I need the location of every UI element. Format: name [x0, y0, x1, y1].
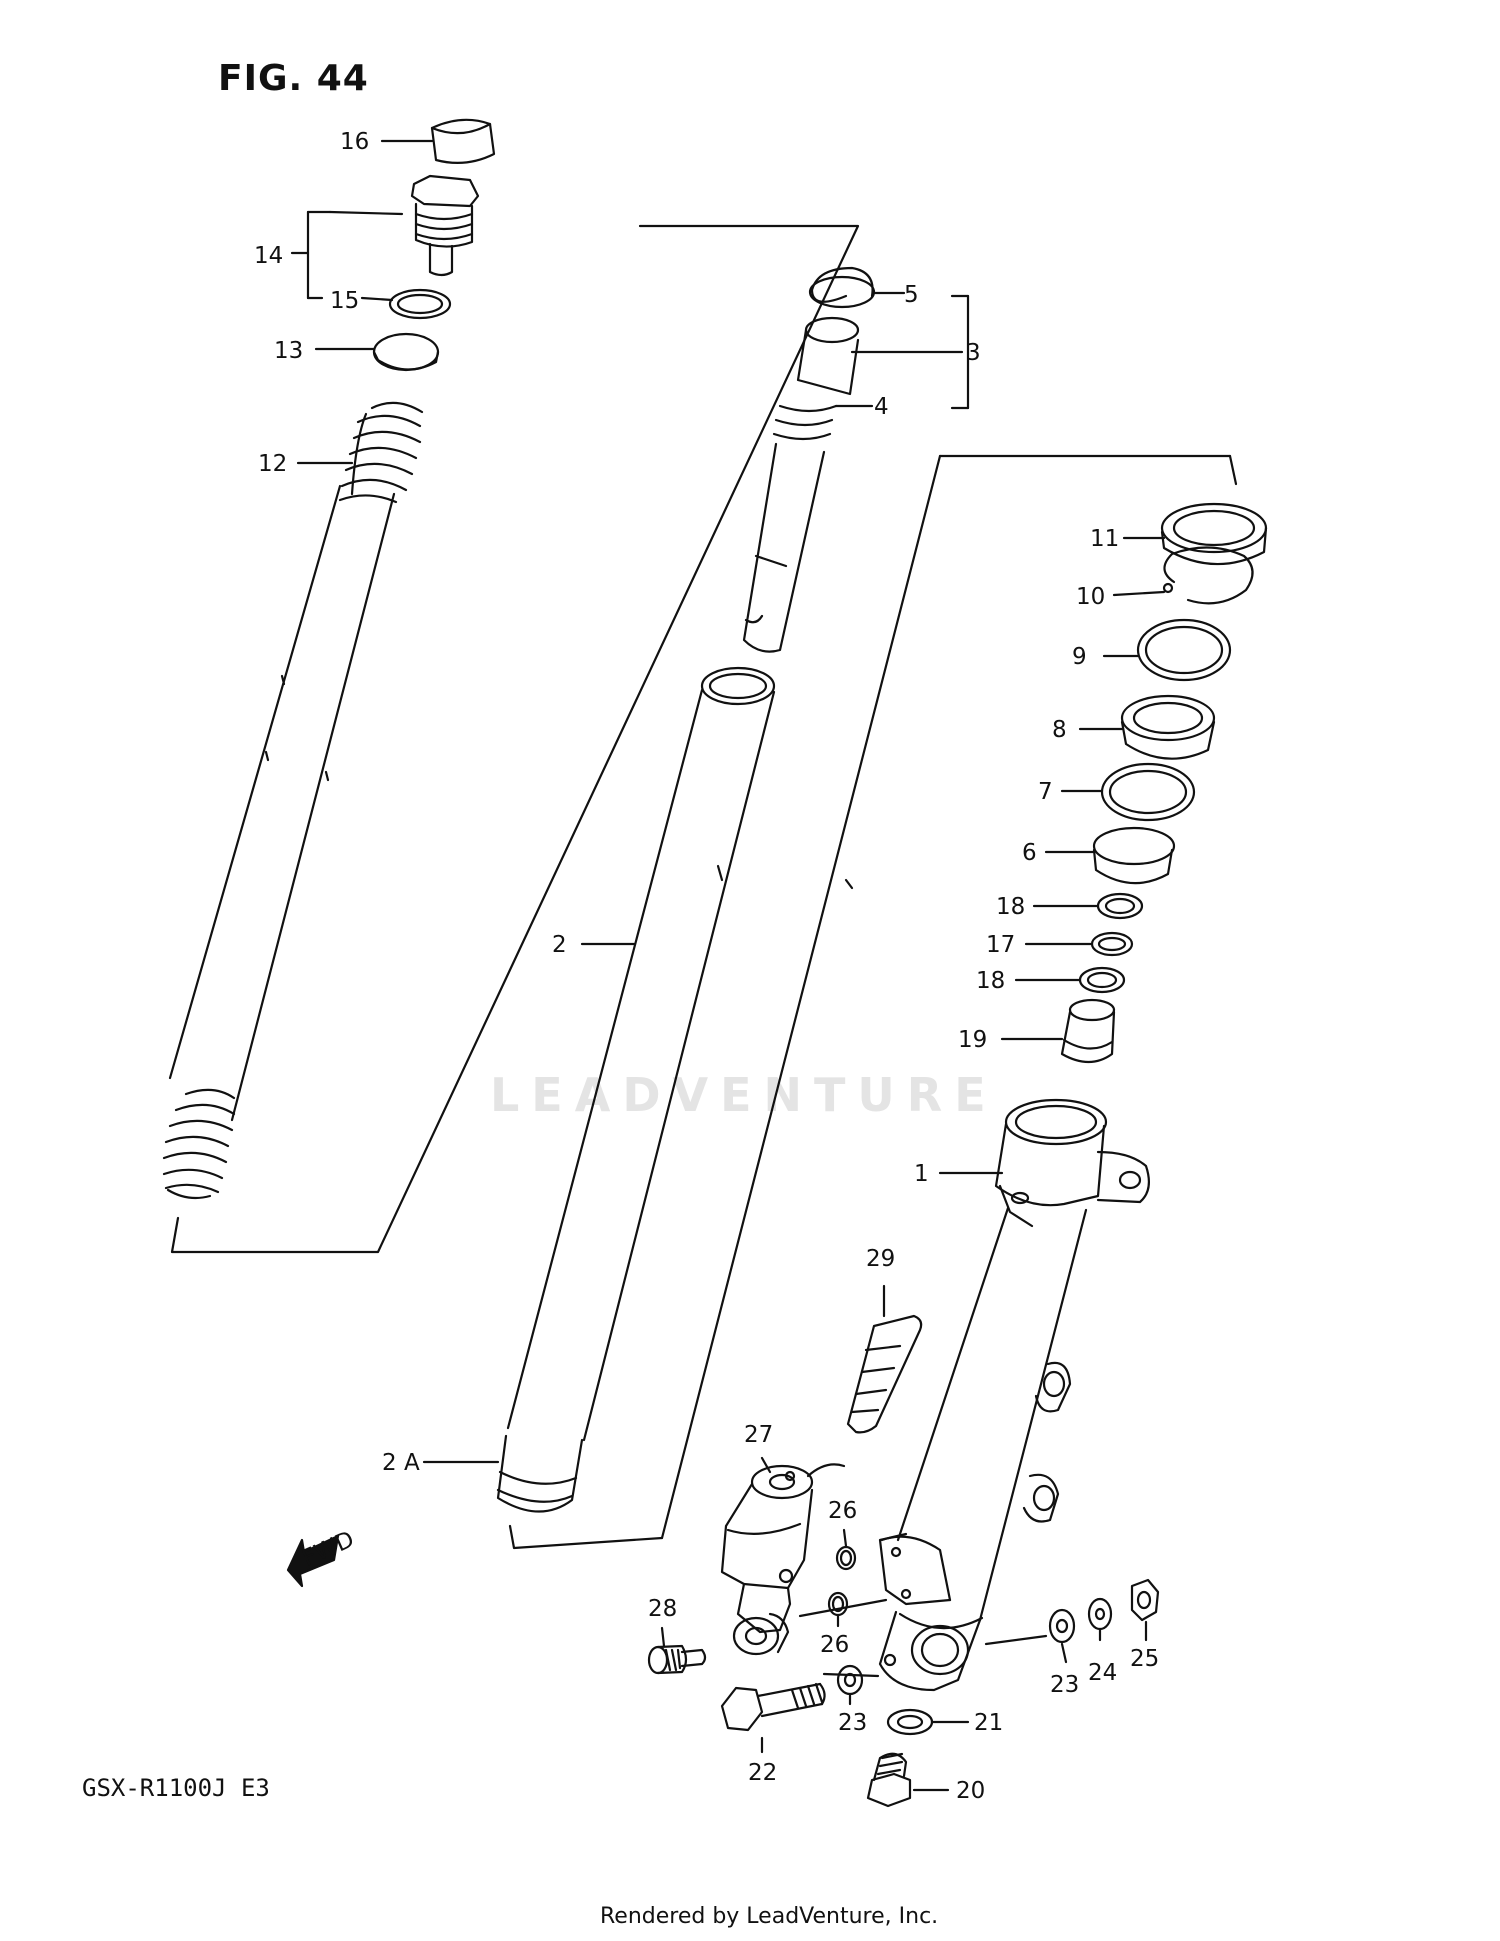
callout-25: 25 — [1130, 1646, 1159, 1672]
washer-18b — [1078, 966, 1126, 994]
model-code: GSX-R1100J E3 — [82, 1774, 270, 1802]
cap-bolt-14 — [410, 174, 480, 277]
caliper-bracket-27 — [720, 1463, 846, 1656]
callout-13: 13 — [274, 338, 303, 364]
callout-21: 21 — [974, 1710, 1003, 1736]
callout-labels: 16 14 15 13 12 5 3 4 11 10 9 8 7 6 18 17… — [254, 129, 1159, 1804]
callout-18b: 18 — [976, 968, 1005, 994]
callout-7: 7 — [1038, 779, 1053, 805]
callout-29: 29 — [866, 1246, 895, 1272]
callout-10: 10 — [1076, 584, 1105, 610]
inner-tube-group — [508, 454, 1238, 1550]
washer-23a — [1048, 1608, 1076, 1644]
callout-23b: 23 — [838, 1710, 867, 1736]
nut-25 — [1130, 1578, 1160, 1622]
callout-5: 5 — [904, 282, 919, 308]
figure-title: FIG. 44 — [218, 58, 369, 99]
fork-spring-12 — [162, 401, 424, 1200]
callout-18a: 18 — [996, 894, 1025, 920]
callout-17: 17 — [986, 932, 1015, 958]
fork-cap-16 — [430, 118, 496, 165]
callout-23a: 23 — [1050, 1672, 1079, 1698]
dust-seal-11 — [1160, 502, 1268, 566]
callout-24: 24 — [1088, 1660, 1117, 1686]
callout-4: 4 — [874, 394, 889, 420]
watermark: LEADVENTURE — [490, 1068, 998, 1122]
callout-1: 1 — [914, 1161, 929, 1187]
piston-ring-5 — [810, 266, 874, 303]
axle-bolt-22 — [720, 1682, 826, 1732]
spring-washer-24 — [1087, 1597, 1113, 1631]
inner-tube-2 — [506, 666, 776, 1442]
stopper-ring-10 — [1162, 546, 1254, 605]
callout-11: 11 — [1090, 526, 1119, 552]
fwd-direction-icon: FWD — [286, 1526, 359, 1588]
callout-27: 27 — [744, 1422, 773, 1448]
callout-9: 9 — [1072, 644, 1087, 670]
callout-2a: 2 A — [382, 1450, 420, 1476]
o-ring-15 — [388, 288, 452, 320]
callout-3: 3 — [966, 340, 981, 366]
callout-6: 6 — [1022, 840, 1037, 866]
guide-metal-6 — [1092, 826, 1176, 885]
damper-rod-3 — [742, 275, 876, 653]
drain-bolt-20 — [866, 1752, 912, 1808]
callout-16: 16 — [340, 129, 369, 155]
spring-group-bracket — [170, 210, 860, 1254]
spacer-13 — [372, 332, 440, 372]
callout-bracket-5-3-4 — [950, 294, 970, 410]
oil-seal-8 — [1120, 694, 1216, 760]
washer-21 — [886, 1708, 934, 1736]
callout-19: 19 — [958, 1027, 987, 1053]
callout-15: 15 — [330, 288, 359, 314]
washer-9 — [1136, 618, 1232, 682]
callout-2: 2 — [552, 932, 567, 958]
washer-18a — [1096, 892, 1144, 920]
callout-12: 12 — [258, 451, 287, 477]
footer-credit: Rendered by LeadVenture, Inc. — [600, 1904, 939, 1929]
callout-8: 8 — [1052, 717, 1067, 743]
callout-26b: 26 — [820, 1632, 849, 1658]
outer-tube-1 — [878, 1098, 1151, 1692]
decal-29 — [846, 1314, 923, 1434]
fwd-badge-text: FWD — [299, 1526, 359, 1572]
washer-7 — [1100, 762, 1196, 822]
bolt-28 — [647, 1644, 707, 1675]
callout-14: 14 — [254, 243, 283, 269]
callout-22: 22 — [748, 1760, 777, 1786]
slide-bushing-2a — [496, 1434, 584, 1513]
callout-20: 20 — [956, 1778, 985, 1804]
washer-23b — [836, 1664, 864, 1696]
leader-lines — [290, 139, 1166, 1792]
callout-26a: 26 — [828, 1498, 857, 1524]
oil-lock-piece-19 — [1060, 998, 1116, 1064]
callout-28: 28 — [648, 1596, 677, 1622]
